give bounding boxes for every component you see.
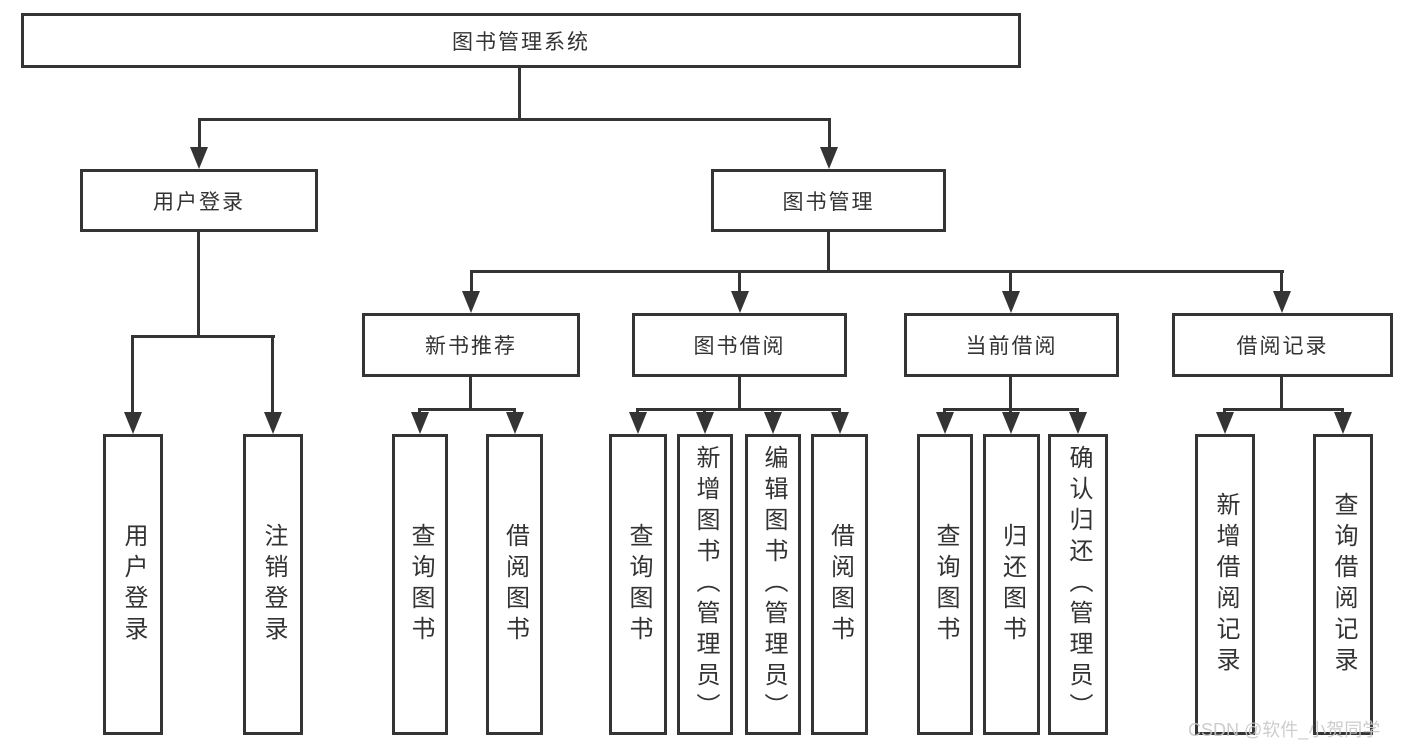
node-label: 借阅记录 <box>1236 335 1329 358</box>
node-label: 新增借阅记录 <box>1212 491 1239 678</box>
leaf-bb-edit-books-admin: 编辑图书（管理员） <box>745 434 801 735</box>
arrowhead-down-icon <box>936 412 954 434</box>
connector-line-h <box>198 118 831 121</box>
leaf-bb-add-books-admin: 新增图书（管理员） <box>677 434 733 735</box>
connector-line-v <box>1009 270 1012 294</box>
connector-line-v <box>470 270 473 294</box>
arrowhead-down-icon <box>190 147 208 169</box>
leaf-cb-query-books: 查询图书 <box>917 434 973 735</box>
arrowhead-down-icon <box>696 412 714 434</box>
node-label: 查询图书 <box>407 522 434 647</box>
connector-line-v <box>198 118 201 150</box>
connector-line-h <box>470 270 1284 273</box>
connector-line-v <box>738 375 741 411</box>
arrowhead-down-icon <box>1273 291 1291 313</box>
node-label: 归还图书 <box>998 522 1026 647</box>
node-new-book-recommendation: 新书推荐 <box>362 313 580 377</box>
arrowhead-down-icon <box>731 291 749 313</box>
node-label: 新增图书（管理员） <box>692 445 719 724</box>
connector-line-h <box>1224 408 1344 411</box>
node-label: 借阅图书 <box>826 522 854 647</box>
node-borrowing-records: 借阅记录 <box>1172 313 1393 377</box>
node-label: 新书推荐 <box>425 335 517 358</box>
leaf-br-query-borrow-record: 查询借阅记录 <box>1313 434 1373 735</box>
connector-line-h <box>637 408 841 411</box>
connector-line-v <box>827 230 830 273</box>
arrowhead-down-icon <box>764 412 782 434</box>
connector-line-v <box>469 375 472 411</box>
node-label: 借阅图书 <box>501 522 529 647</box>
arrowhead-down-icon <box>506 412 524 434</box>
connector-line-v <box>197 230 200 338</box>
node-label: 图书管理系统 <box>452 30 590 54</box>
leaf-bb-borrow-books: 借阅图书 <box>811 434 868 735</box>
arrowhead-down-icon <box>124 412 142 434</box>
connector-line-v <box>1280 270 1283 294</box>
arrowhead-down-icon <box>1069 412 1087 434</box>
node-label: 查询图书 <box>932 522 959 647</box>
csdn-watermark: CSDN @软件_小贺同学 <box>1188 720 1381 740</box>
connector-line-v <box>131 335 134 415</box>
arrowhead-down-icon <box>1002 291 1020 313</box>
leaf-nbr-borrow-books: 借阅图书 <box>486 434 543 735</box>
arrowhead-down-icon <box>1002 412 1020 434</box>
leaf-user-login: 用户登录 <box>103 434 163 735</box>
node-library-management-system: 图书管理系统 <box>21 13 1021 68</box>
node-label: 用户登录 <box>153 190 245 214</box>
leaf-nbr-query-books: 查询图书 <box>392 434 448 735</box>
leaf-br-add-borrow-record: 新增借阅记录 <box>1195 434 1255 735</box>
node-label: 确认归还（管理员） <box>1065 445 1092 724</box>
connector-line-v <box>271 335 274 415</box>
node-label: 查询图书 <box>625 522 652 647</box>
arrowhead-down-icon <box>1216 412 1234 434</box>
node-book-management: 图书管理 <box>711 169 946 232</box>
connector-line-v <box>1280 375 1283 411</box>
arrowhead-down-icon <box>264 412 282 434</box>
arrowhead-down-icon <box>831 412 849 434</box>
connector-line-v <box>738 270 741 294</box>
node-label: 用户登录 <box>120 522 147 647</box>
arrowhead-down-icon <box>1334 412 1352 434</box>
arrowhead-down-icon <box>629 412 647 434</box>
node-label: 查询借阅记录 <box>1330 491 1357 678</box>
leaf-logout-login: 注销登录 <box>243 434 303 735</box>
connector-line-h <box>132 335 275 338</box>
node-label: 编辑图书（管理员） <box>760 445 787 724</box>
node-book-borrowing: 图书借阅 <box>632 313 847 377</box>
node-user-login-branch: 用户登录 <box>80 169 318 232</box>
arrowhead-down-icon <box>411 412 429 434</box>
node-label: 当前借阅 <box>965 335 1058 358</box>
leaf-cb-return-books: 归还图书 <box>983 434 1040 735</box>
connector-line-v <box>828 118 831 150</box>
arrowhead-down-icon <box>462 291 480 313</box>
connector-line-h <box>419 408 516 411</box>
leaf-bb-query-books: 查询图书 <box>609 434 667 735</box>
node-label: 图书管理 <box>782 190 875 214</box>
node-label: 注销登录 <box>260 522 287 647</box>
connector-line-v <box>1009 375 1012 411</box>
connector-line-v <box>518 66 521 120</box>
node-label: 图书借阅 <box>693 335 786 358</box>
node-current-borrowing: 当前借阅 <box>904 313 1119 377</box>
leaf-cb-confirm-return-admin: 确认归还（管理员） <box>1048 434 1108 735</box>
arrowhead-down-icon <box>820 147 838 169</box>
